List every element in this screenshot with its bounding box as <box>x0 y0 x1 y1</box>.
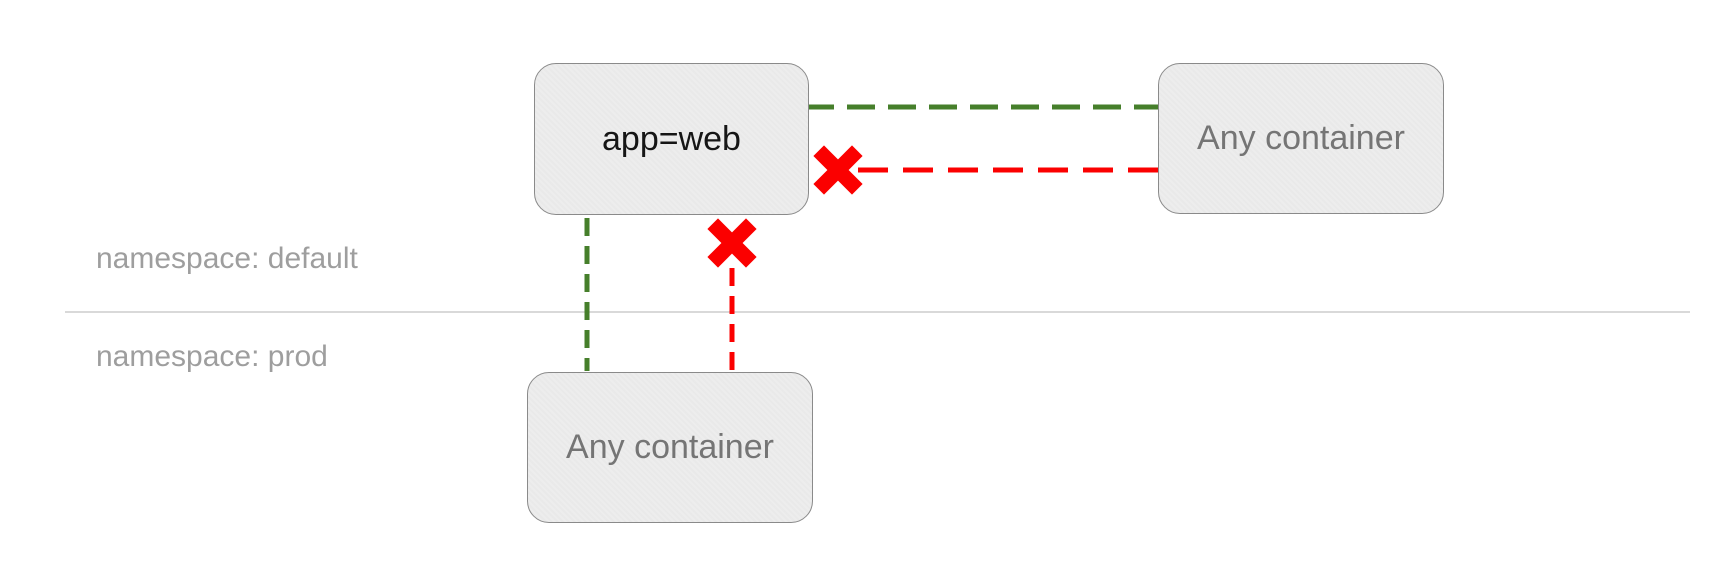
node-any-container-prod: Any container <box>527 372 813 523</box>
namespace-divider-line <box>65 311 1690 313</box>
namespace-prod-label: namespace: prod <box>96 340 328 373</box>
node-app-web: app=web <box>534 63 809 215</box>
node-any-container-default: Any container <box>1158 63 1444 214</box>
blocked-x-icon <box>707 218 757 268</box>
node-any-container-default-label: Any container <box>1197 119 1405 157</box>
namespace-default-label: namespace: default <box>96 242 358 275</box>
node-app-web-label: app=web <box>602 119 741 158</box>
blocked-x-icon <box>813 145 863 195</box>
node-any-container-prod-label: Any container <box>566 428 774 466</box>
